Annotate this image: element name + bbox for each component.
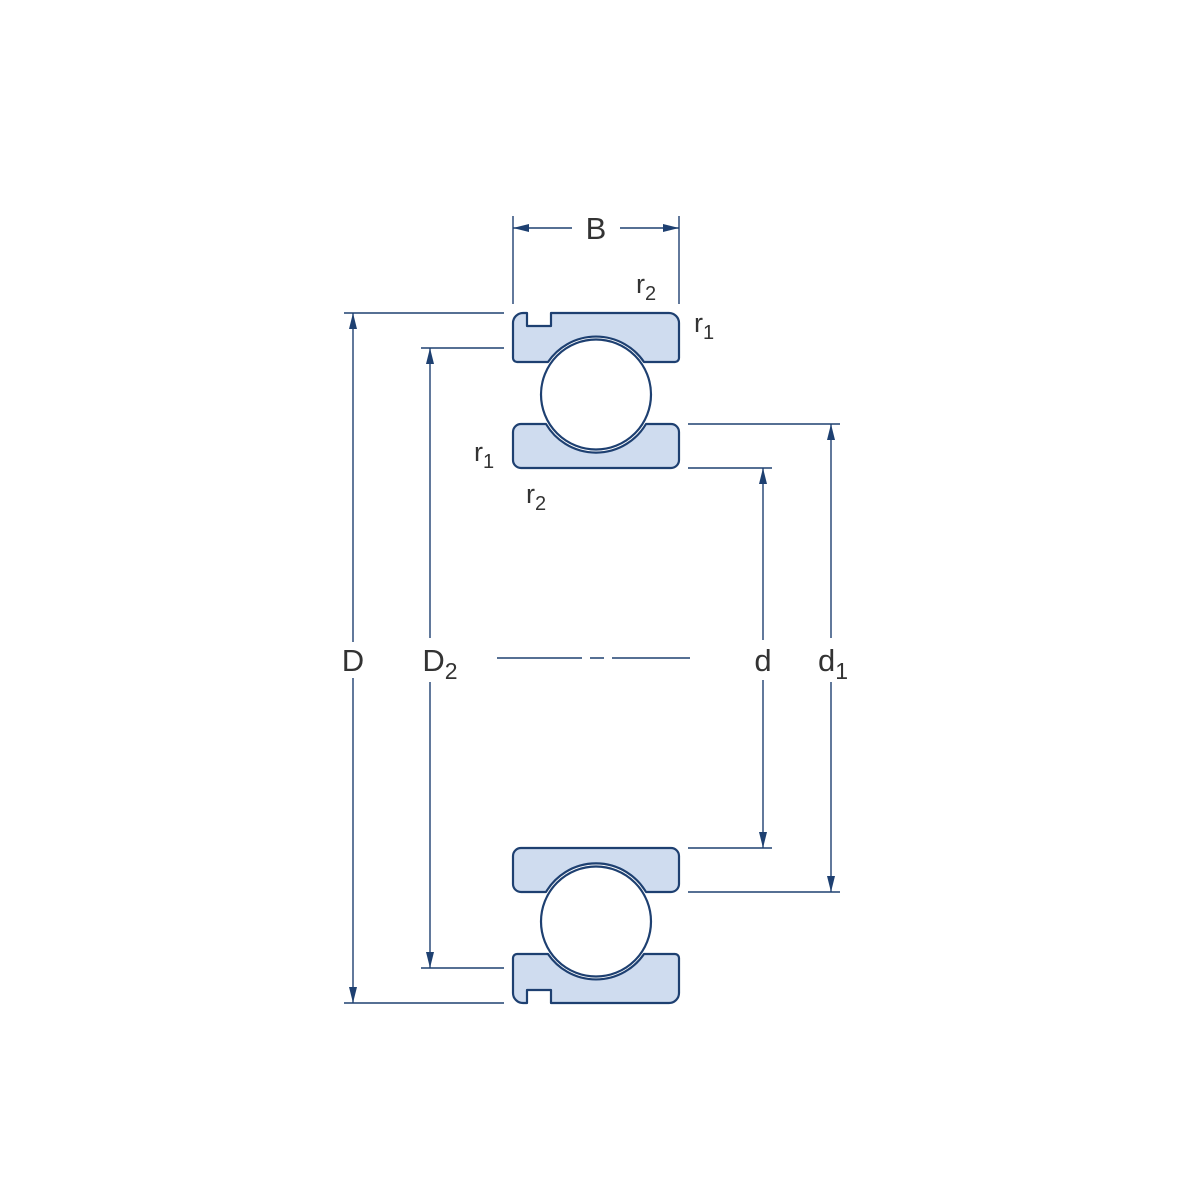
outer-ring-top-section <box>511 311 681 364</box>
label-outer-diameter-D: D <box>342 643 364 678</box>
label-outer-shoulder-D2: D2 <box>422 643 457 684</box>
ball-top <box>539 338 653 451</box>
inner-ring-bottom-section <box>511 846 681 894</box>
label-bore-d: d <box>754 643 771 678</box>
label-radius-r1-inner: r1 <box>474 437 494 473</box>
label-width-B: B <box>586 211 607 246</box>
outer-ring-bottom-section <box>511 952 681 1005</box>
label-inner-shoulder-d1: d1 <box>818 643 848 684</box>
inner-ring-top-section <box>511 422 681 470</box>
label-radius-r1-outer: r1 <box>694 308 714 344</box>
ball-bottom <box>539 865 653 978</box>
label-radius-r2-inner: r2 <box>526 479 546 515</box>
label-radius-r2-outer: r2 <box>636 269 656 305</box>
